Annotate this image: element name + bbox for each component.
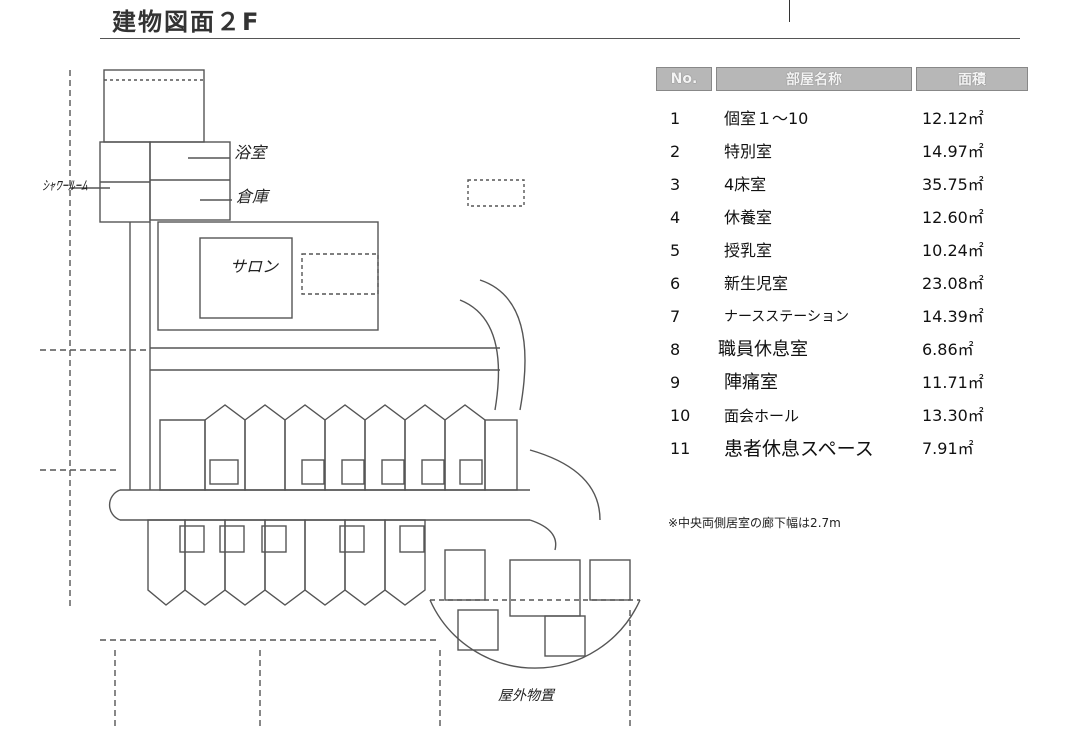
room-number: 2 [670, 142, 681, 161]
room-area: 10.24㎡ [922, 241, 984, 260]
floor-plan-drawing: ｼｬﾜｰﾙｰﾑ 浴室 倉庫 サロン 屋外物置 [40, 69, 641, 730]
room-area: 11.71㎡ [922, 373, 984, 392]
annotation-warehouse: 倉庫 [236, 187, 271, 206]
table-row: 10 面会ホール 13.30㎡ [0, 403, 1075, 429]
table-row: 9 陣痛室 11.71㎡ [0, 370, 1075, 396]
table-row: 8 職員休息室 6.86㎡ [0, 337, 1075, 363]
room-name: 休養室 [724, 208, 773, 227]
table-row: 3 4床室 35.75㎡ [0, 172, 1075, 198]
room-name: 個室１～10 [724, 109, 809, 128]
room-name: 4床室 [724, 175, 767, 194]
top-divider-tick [789, 0, 790, 22]
room-area: 35.75㎡ [922, 175, 984, 194]
table-row: 6 新生児室 23.08㎡ [0, 271, 1075, 297]
annotation-salon: サロン [230, 257, 279, 276]
room-number: 3 [670, 175, 681, 194]
table-row: 4 休養室 12.60㎡ [0, 205, 1075, 231]
room-number: 10 [670, 406, 691, 425]
room-number: 4 [670, 208, 681, 227]
room-area: 7.91㎡ [922, 439, 974, 458]
table-header-room-name: 部屋名称 [716, 67, 912, 91]
room-number: 8 [670, 340, 681, 359]
table-header-no: No. [656, 67, 712, 91]
room-area: 14.97㎡ [922, 142, 984, 161]
room-name: 職員休息室 [718, 339, 808, 360]
room-number: 1 [670, 109, 681, 128]
table-row: 7 ナースステーション 14.39㎡ [0, 304, 1075, 330]
room-name: 患者休息スペース [724, 438, 874, 460]
title-divider [100, 38, 1020, 39]
room-name: ナースステーション [724, 309, 850, 325]
room-area: 23.08㎡ [922, 274, 984, 293]
room-number: 6 [670, 274, 681, 293]
page-title: 建物図面２F [112, 8, 261, 36]
table-row: 1 個室１～10 12.12㎡ [0, 106, 1075, 132]
annotation-outdoor-storage: 屋外物置 [498, 688, 556, 704]
room-name: 授乳室 [724, 241, 773, 260]
room-name: 陣痛室 [724, 372, 778, 393]
room-area: 13.30㎡ [922, 406, 984, 425]
annotation-bath: 浴室 [234, 143, 268, 162]
table-row: 2 特別室 14.97㎡ [0, 139, 1075, 165]
annotation-shower-room: ｼｬﾜｰﾙｰﾑ [42, 179, 88, 194]
corridor-width-note: ※中央両側居室の廊下幅は2.7m [668, 516, 841, 530]
room-area: 12.12㎡ [922, 109, 984, 128]
table-row: 11 患者休息スペース 7.91㎡ [0, 436, 1075, 462]
room-number: 5 [670, 241, 681, 260]
room-number: 7 [670, 307, 681, 326]
table-header-area: 面積 [916, 67, 1028, 91]
room-area: 14.39㎡ [922, 307, 984, 326]
room-name: 面会ホール [724, 407, 800, 425]
room-number: 9 [670, 373, 681, 392]
room-area: 12.60㎡ [922, 208, 984, 227]
room-name: 特別室 [724, 142, 773, 161]
room-area: 6.86㎡ [922, 340, 974, 359]
room-name: 新生児室 [724, 274, 789, 293]
room-number: 11 [670, 439, 691, 458]
table-row: 5 授乳室 10.24㎡ [0, 238, 1075, 264]
